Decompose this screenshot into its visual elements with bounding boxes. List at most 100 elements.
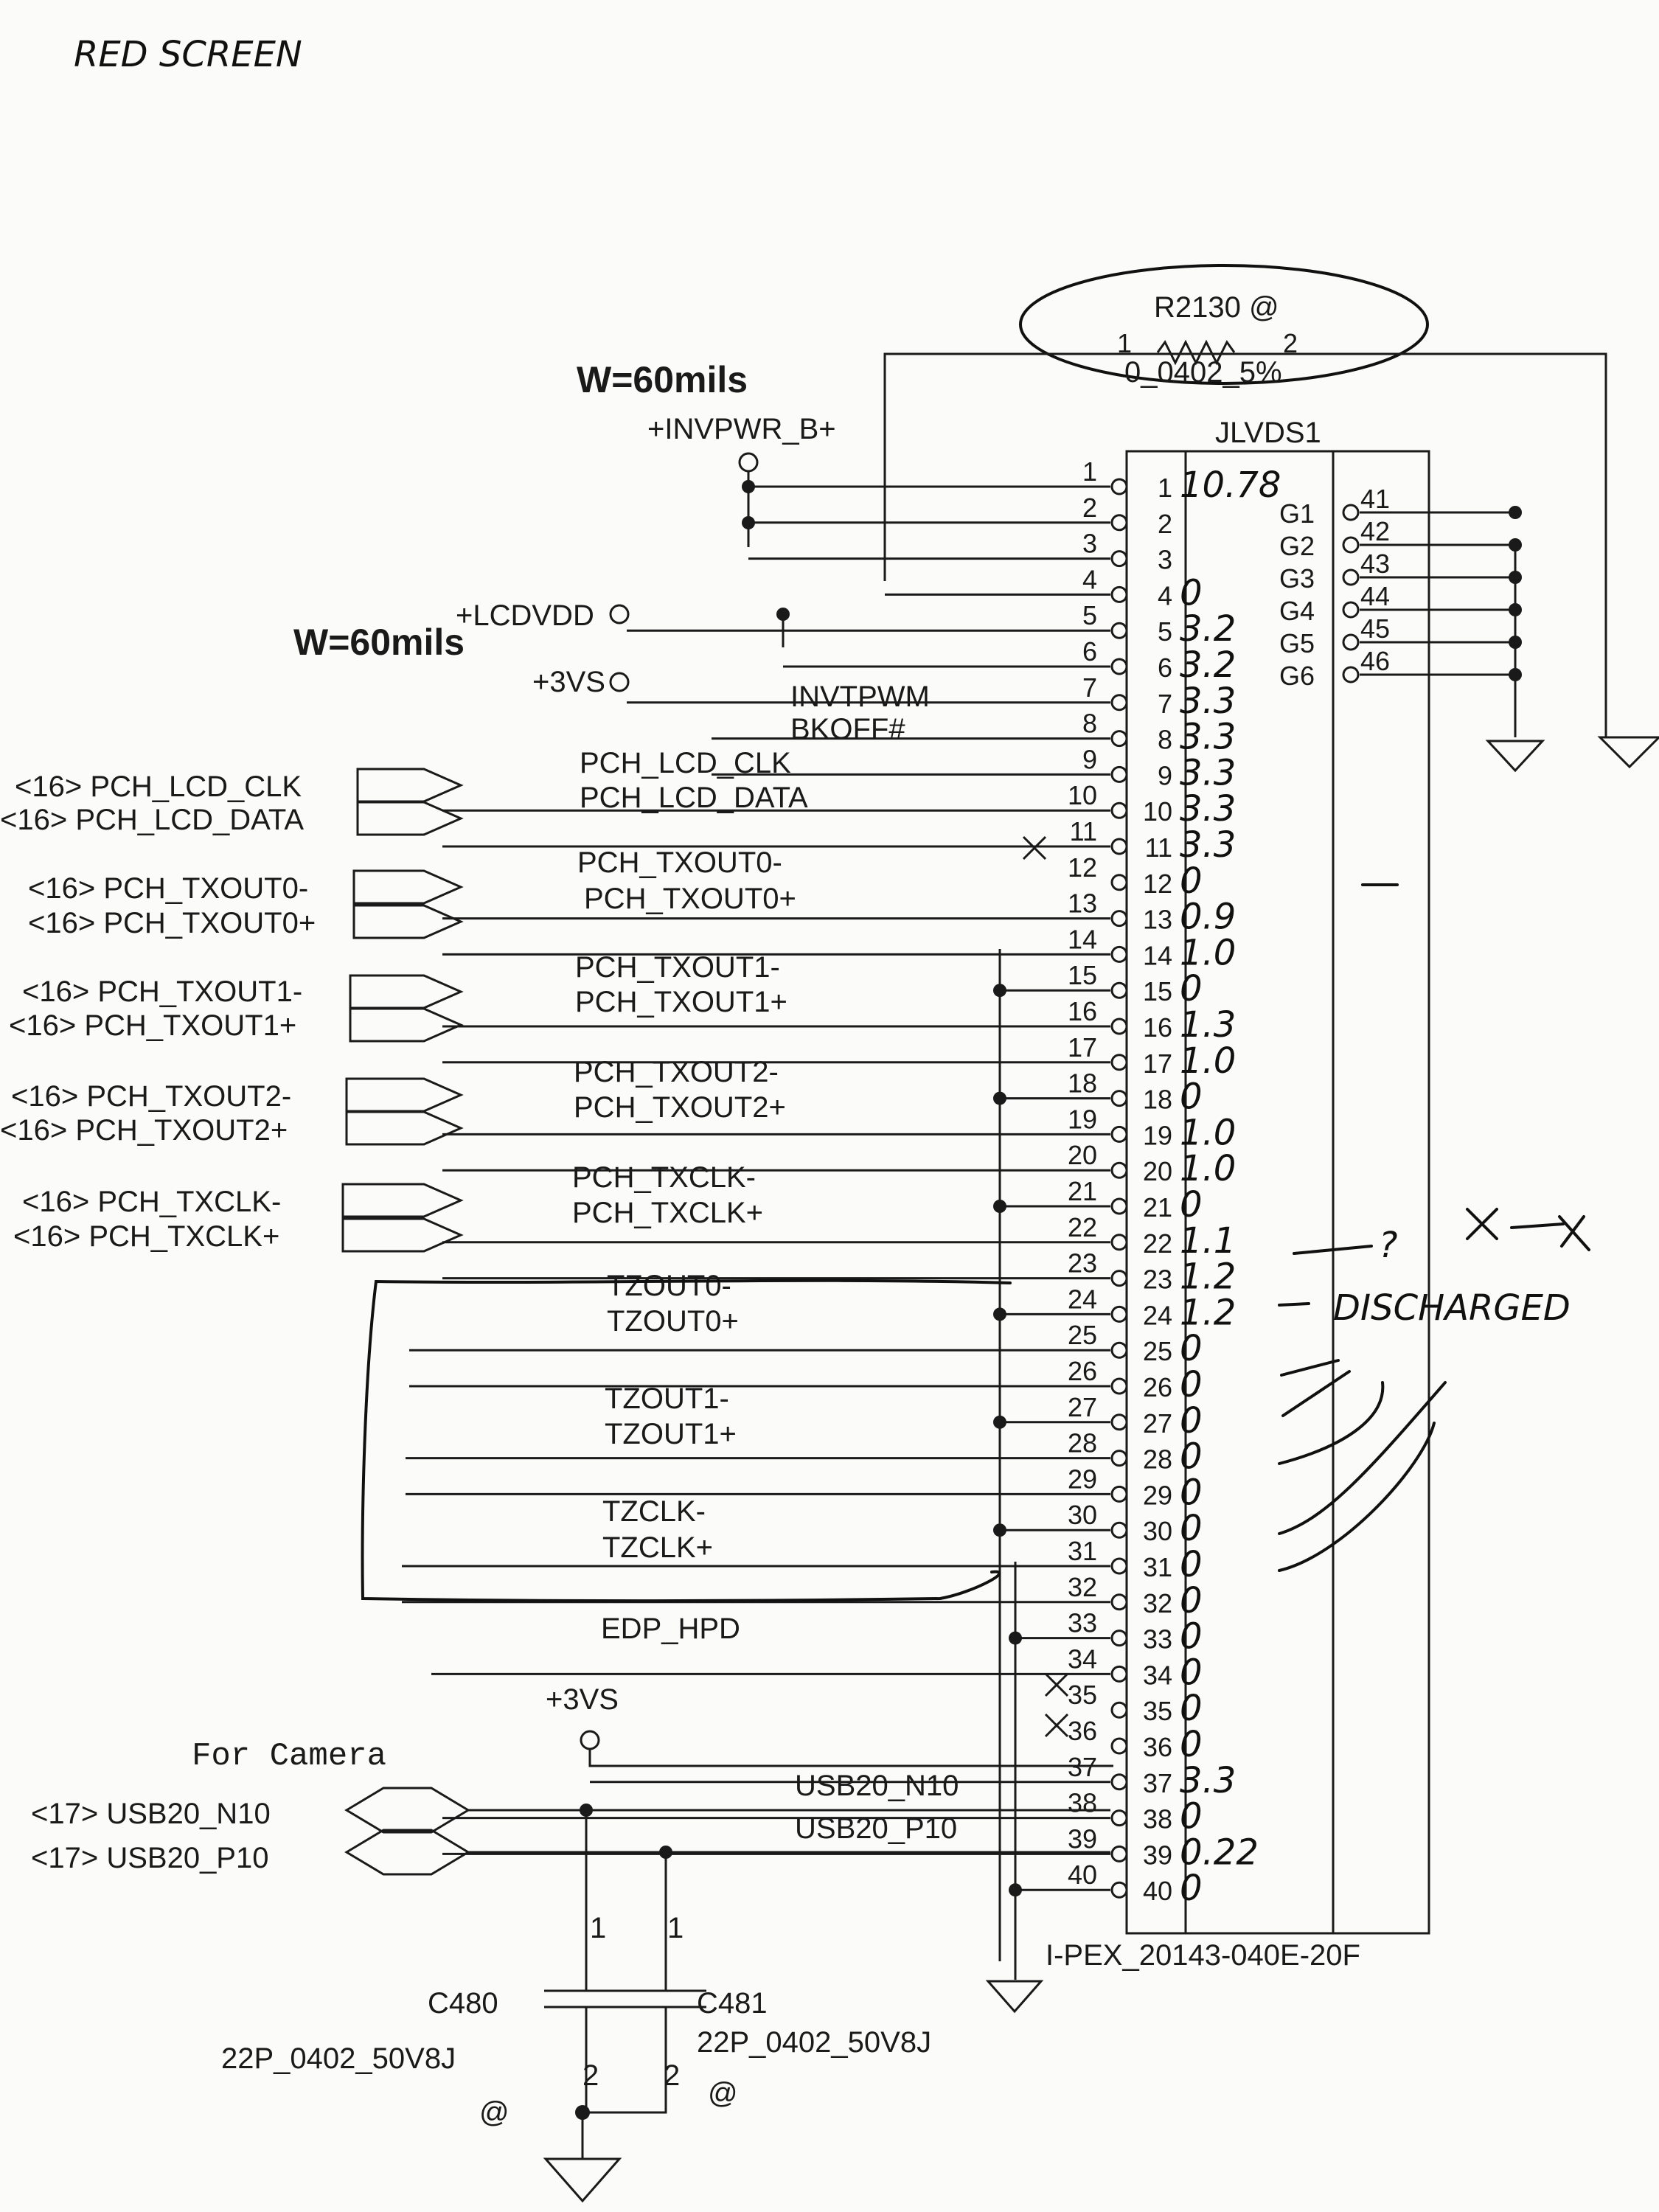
nc-mark-35 [1044, 1672, 1069, 1697]
pin-39-measured-voltage: 0.22 [1180, 1832, 1259, 1873]
pin-13-number: 13 [1068, 888, 1097, 919]
pin-36-terminal [1110, 1737, 1128, 1755]
pin-24-terminal [1110, 1305, 1128, 1323]
pin-4-terminal [1110, 585, 1128, 603]
pin-26-label: 26 [1143, 1372, 1172, 1402]
pin-35-measured-voltage: 0 [1180, 1688, 1203, 1729]
gpin-G5-label: G5 [1279, 628, 1315, 658]
offpage-usb-shape-0 [344, 1787, 470, 1834]
net-txout1n: PCH_TXOUT1- [575, 951, 780, 984]
pin-27-terminal [1110, 1413, 1128, 1431]
pin-17-label: 17 [1143, 1048, 1172, 1079]
pin-38-number: 38 [1068, 1788, 1097, 1818]
power-junction-2 [776, 608, 790, 621]
note-question: ? [1379, 1225, 1397, 1266]
lcdvdd-terminal [609, 604, 630, 625]
pin-12-number: 12 [1068, 852, 1097, 883]
pin-20-terminal [1110, 1161, 1128, 1179]
pin-25-label: 25 [1143, 1336, 1172, 1366]
pin-1-label: 1 [1158, 473, 1172, 503]
resistor-symbol [1156, 339, 1236, 366]
camera-label: For Camera [192, 1738, 386, 1775]
pin-19-number: 19 [1068, 1104, 1097, 1134]
width-note-2: W=60mils [293, 622, 465, 663]
pin-2-number: 2 [1082, 493, 1097, 523]
pin-30-terminal [1110, 1521, 1128, 1539]
pin-10-number: 10 [1068, 780, 1097, 810]
pin-5-number: 5 [1082, 600, 1097, 630]
note-dash-24 [1293, 1245, 1373, 1255]
pin-32-label: 32 [1143, 1588, 1172, 1618]
pin-34-number: 34 [1068, 1644, 1097, 1674]
pin-19-terminal [1110, 1125, 1128, 1143]
offpage-shape-0-0 [356, 768, 464, 803]
resistor-ref: R2130 @ [1154, 291, 1279, 324]
gpin-G3-label: G3 [1279, 563, 1315, 594]
pin-1-measured-voltage: 10.78 [1180, 465, 1281, 506]
pin-8-label: 8 [1158, 725, 1172, 755]
pin-31-number: 31 [1068, 1536, 1097, 1566]
c480-ref: C480 [428, 1987, 498, 2020]
pin-9-number: 9 [1082, 744, 1097, 774]
pin-17-terminal [1110, 1054, 1128, 1071]
pin-22-number: 22 [1068, 1212, 1097, 1242]
offpage-shape-2-1 [349, 1007, 464, 1043]
ground-symbol-caps [543, 2157, 622, 2203]
pin-9-label: 9 [1158, 760, 1172, 790]
offpage-shape-1-0 [352, 869, 464, 905]
pin-33-number: 33 [1068, 1608, 1097, 1638]
gpin-G2-label: G2 [1279, 531, 1315, 561]
pin-23-number: 23 [1068, 1248, 1097, 1279]
pin-36-number: 36 [1068, 1716, 1097, 1746]
v3vs-camera-wire [588, 1749, 1113, 1767]
note-discharge: DISCHARGED [1333, 1287, 1571, 1329]
pin-3-label: 3 [1158, 545, 1172, 575]
offpage-txout2n: <16> PCH_TXOUT2- [11, 1080, 291, 1113]
pin-18-label: 18 [1143, 1085, 1172, 1115]
pin-21-measured-voltage: 0 [1180, 1184, 1203, 1225]
pin-6-number: 6 [1082, 636, 1097, 667]
pin-25-measured-voltage: 0 [1180, 1328, 1203, 1369]
v3vs-label-camera: +3VS [546, 1683, 619, 1716]
offpage-shape-2-0 [349, 974, 464, 1009]
v3vs-terminal-camera [580, 1730, 600, 1750]
net-txout0n: PCH_TXOUT0- [577, 846, 782, 879]
pin-13-label: 13 [1143, 905, 1172, 935]
c481-pin1: 1 [667, 1912, 684, 1944]
gpin-G1-label: G1 [1279, 498, 1315, 529]
pin-5-label: 5 [1158, 616, 1172, 647]
net-txout2p: PCH_TXOUT2+ [574, 1091, 786, 1124]
pin-34-label: 34 [1143, 1660, 1172, 1690]
pin-40-terminal [1110, 1881, 1128, 1899]
pin-29-number: 29 [1068, 1464, 1097, 1494]
pin-38-terminal [1110, 1809, 1128, 1827]
offpage-txout0n: <16> PCH_TXOUT0- [28, 872, 308, 905]
pin-13-measured-voltage: 0.9 [1180, 897, 1236, 938]
gpin-G1-number: 41 [1360, 484, 1390, 514]
pin-36-label: 36 [1143, 1732, 1172, 1762]
pin-39-number: 39 [1068, 1823, 1097, 1854]
pin-16-number: 16 [1068, 996, 1097, 1026]
c481-pin2: 2 [664, 2059, 680, 2092]
offpage-shape-3-0 [345, 1077, 464, 1113]
pin-29-terminal [1110, 1485, 1128, 1503]
pin-14-terminal [1110, 945, 1128, 963]
pin-13-terminal [1110, 910, 1128, 928]
handwritten-title: RED SCREEN [74, 34, 302, 75]
pin-14-measured-voltage: 1.0 [1180, 932, 1236, 973]
offpage-txout2p: <16> PCH_TXOUT2+ [0, 1114, 288, 1147]
pin-20-number: 20 [1068, 1140, 1097, 1170]
pin-12-label: 12 [1143, 869, 1172, 899]
pin-27-measured-voltage: 0 [1180, 1400, 1203, 1441]
offpage-lcd-data: <16> PCH_LCD_DATA [0, 804, 304, 836]
pin-32-terminal [1110, 1593, 1128, 1611]
pin-11-measured-voltage: 3.3 [1180, 824, 1236, 866]
gpin-G2-number: 42 [1360, 516, 1390, 546]
pin-23-terminal [1110, 1270, 1128, 1287]
pin-10-label: 10 [1143, 796, 1172, 827]
offpage-txclkn: <16> PCH_TXCLK- [22, 1186, 281, 1218]
connector-part: I-PEX_20143-040E-20F [1046, 1939, 1360, 1972]
net-tzclkp: TZCLK+ [602, 1531, 713, 1564]
gpin-G5-terminal [1342, 633, 1360, 651]
